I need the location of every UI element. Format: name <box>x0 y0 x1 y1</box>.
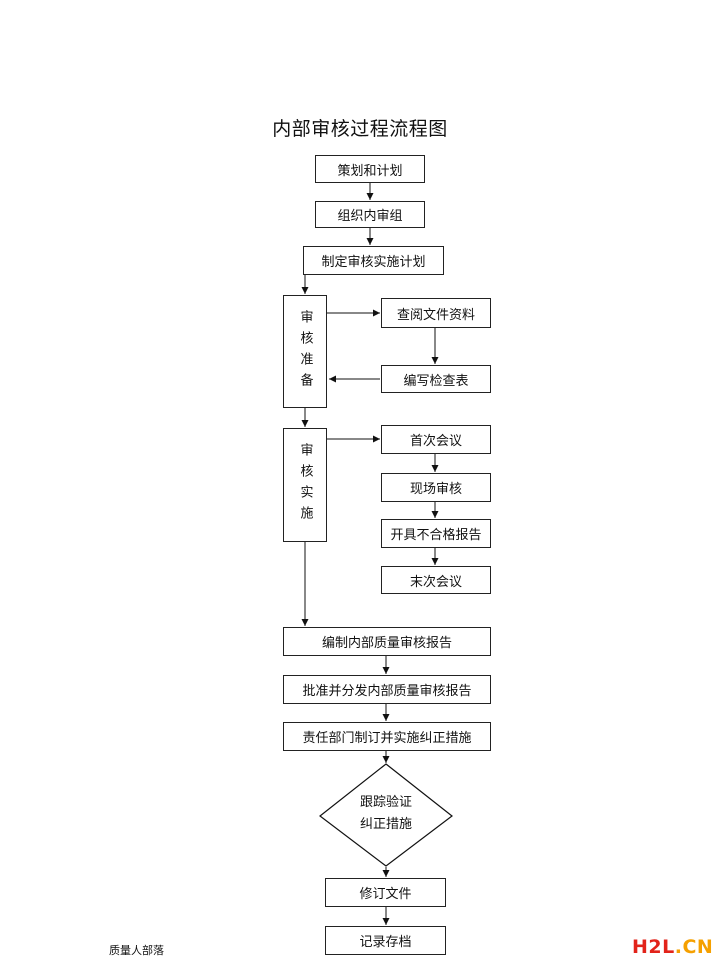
diagram-title: 内部审核过程流程图 <box>272 118 448 140</box>
step-first-meeting: 首次会议 <box>381 425 491 454</box>
step-compile-report: 编制内部质量审核报告 <box>283 627 491 656</box>
step-impl: 审核实施 <box>283 428 327 542</box>
decision-verify-text: 跟踪验证 纠正措施 <box>322 792 450 836</box>
logo-text-main: H2L <box>632 936 675 958</box>
logo-text-domain: .CN <box>674 936 714 958</box>
step-team: 组织内审组 <box>315 201 425 228</box>
footer-source: 质量人部落 <box>109 944 164 957</box>
step-onsite: 现场审核 <box>381 473 491 502</box>
step-revise: 修订文件 <box>325 878 446 907</box>
step-last-meeting: 末次会议 <box>381 566 491 594</box>
step-review-docs: 查阅文件资料 <box>381 298 491 328</box>
site-logo: H2L.CN <box>632 936 713 958</box>
step-impl-label: 审核实施 <box>297 443 313 527</box>
step-checklist: 编写检查表 <box>381 365 491 393</box>
decision-line-2: 纠正措施 <box>359 817 412 832</box>
step-make-plan: 制定审核实施计划 <box>303 246 444 275</box>
step-prep: 审核准备 <box>283 295 327 408</box>
step-prep-label: 审核准备 <box>297 309 313 394</box>
step-nc-report: 开具不合格报告 <box>381 519 491 548</box>
step-plan: 策划和计划 <box>315 155 425 183</box>
decision-line-1: 跟踪验证 <box>359 795 412 810</box>
step-corrective: 责任部门制订并实施纠正措施 <box>283 722 491 751</box>
decision-diamond <box>319 763 453 867</box>
step-approve-report: 批准并分发内部质量审核报告 <box>283 675 491 704</box>
step-archive: 记录存档 <box>325 926 446 955</box>
